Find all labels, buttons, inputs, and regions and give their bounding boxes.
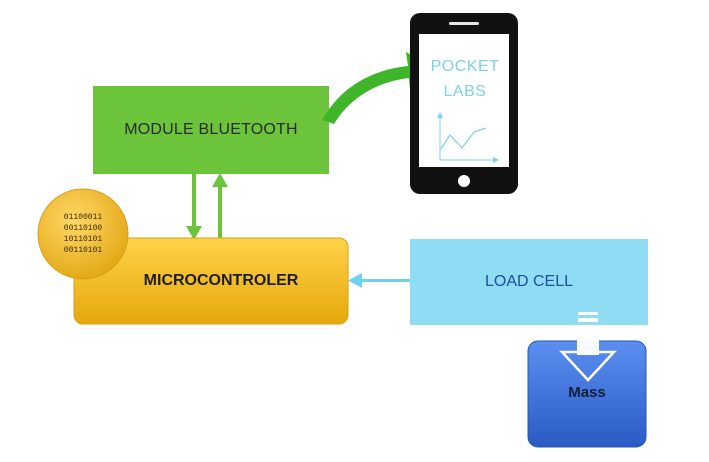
phone-app-name-line2: LABS xyxy=(443,83,487,100)
binary-coin-icon xyxy=(37,188,129,280)
bt-to-mc-arrow xyxy=(186,174,202,240)
mass-label: Mass xyxy=(568,383,606,401)
bluetooth-module-label: MODULE BLUETOOTH xyxy=(124,121,298,138)
binary-line-1: 01100011 xyxy=(63,213,103,222)
microcontroller-box xyxy=(73,237,349,325)
binary-line-4: 00110101 xyxy=(63,246,103,255)
load-cell-box xyxy=(410,239,648,325)
binary-line-2: 00110100 xyxy=(63,224,103,233)
phone-app-name-line1: POCKET xyxy=(430,58,500,75)
microcontroller-label: MICROCONTROLER xyxy=(143,272,299,289)
bluetooth-module-box xyxy=(93,86,329,174)
mc-to-bt-arrow xyxy=(212,173,228,238)
load-cell-label: LOAD CELL xyxy=(484,273,574,290)
load-cell-to-mc-arrow xyxy=(348,273,410,288)
mass-down-arrow xyxy=(559,312,617,382)
phone-icon xyxy=(410,13,518,194)
bluetooth-to-phone-arrow xyxy=(322,52,438,124)
binary-line-3: 10110101 xyxy=(63,235,103,244)
